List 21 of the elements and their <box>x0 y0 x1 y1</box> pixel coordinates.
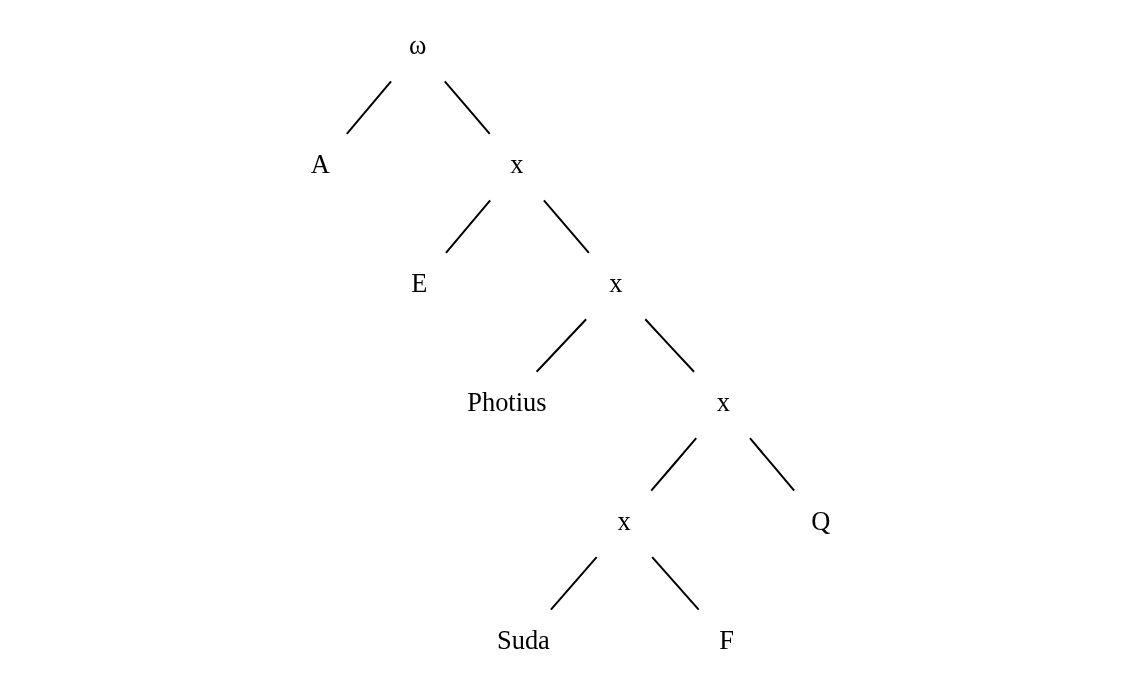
node-text: Photius <box>466 387 547 418</box>
connector <box>650 556 700 611</box>
connector <box>748 437 795 492</box>
node-text: x <box>716 387 730 418</box>
connector <box>649 437 697 492</box>
connector <box>535 318 587 373</box>
connector <box>444 199 491 254</box>
node-text: Q <box>810 506 830 537</box>
node-text: x <box>617 506 631 537</box>
node-text: x <box>608 268 623 299</box>
connector <box>643 318 695 373</box>
node-text: x <box>509 149 523 180</box>
node-text: F <box>718 625 734 656</box>
node-text: A <box>310 149 330 180</box>
node-text: E <box>410 268 427 299</box>
connector <box>549 556 598 611</box>
node-text: ω <box>408 30 426 61</box>
node-text: Suda <box>496 625 550 656</box>
connector <box>345 80 392 135</box>
connector <box>542 199 590 254</box>
connector <box>443 80 491 135</box>
